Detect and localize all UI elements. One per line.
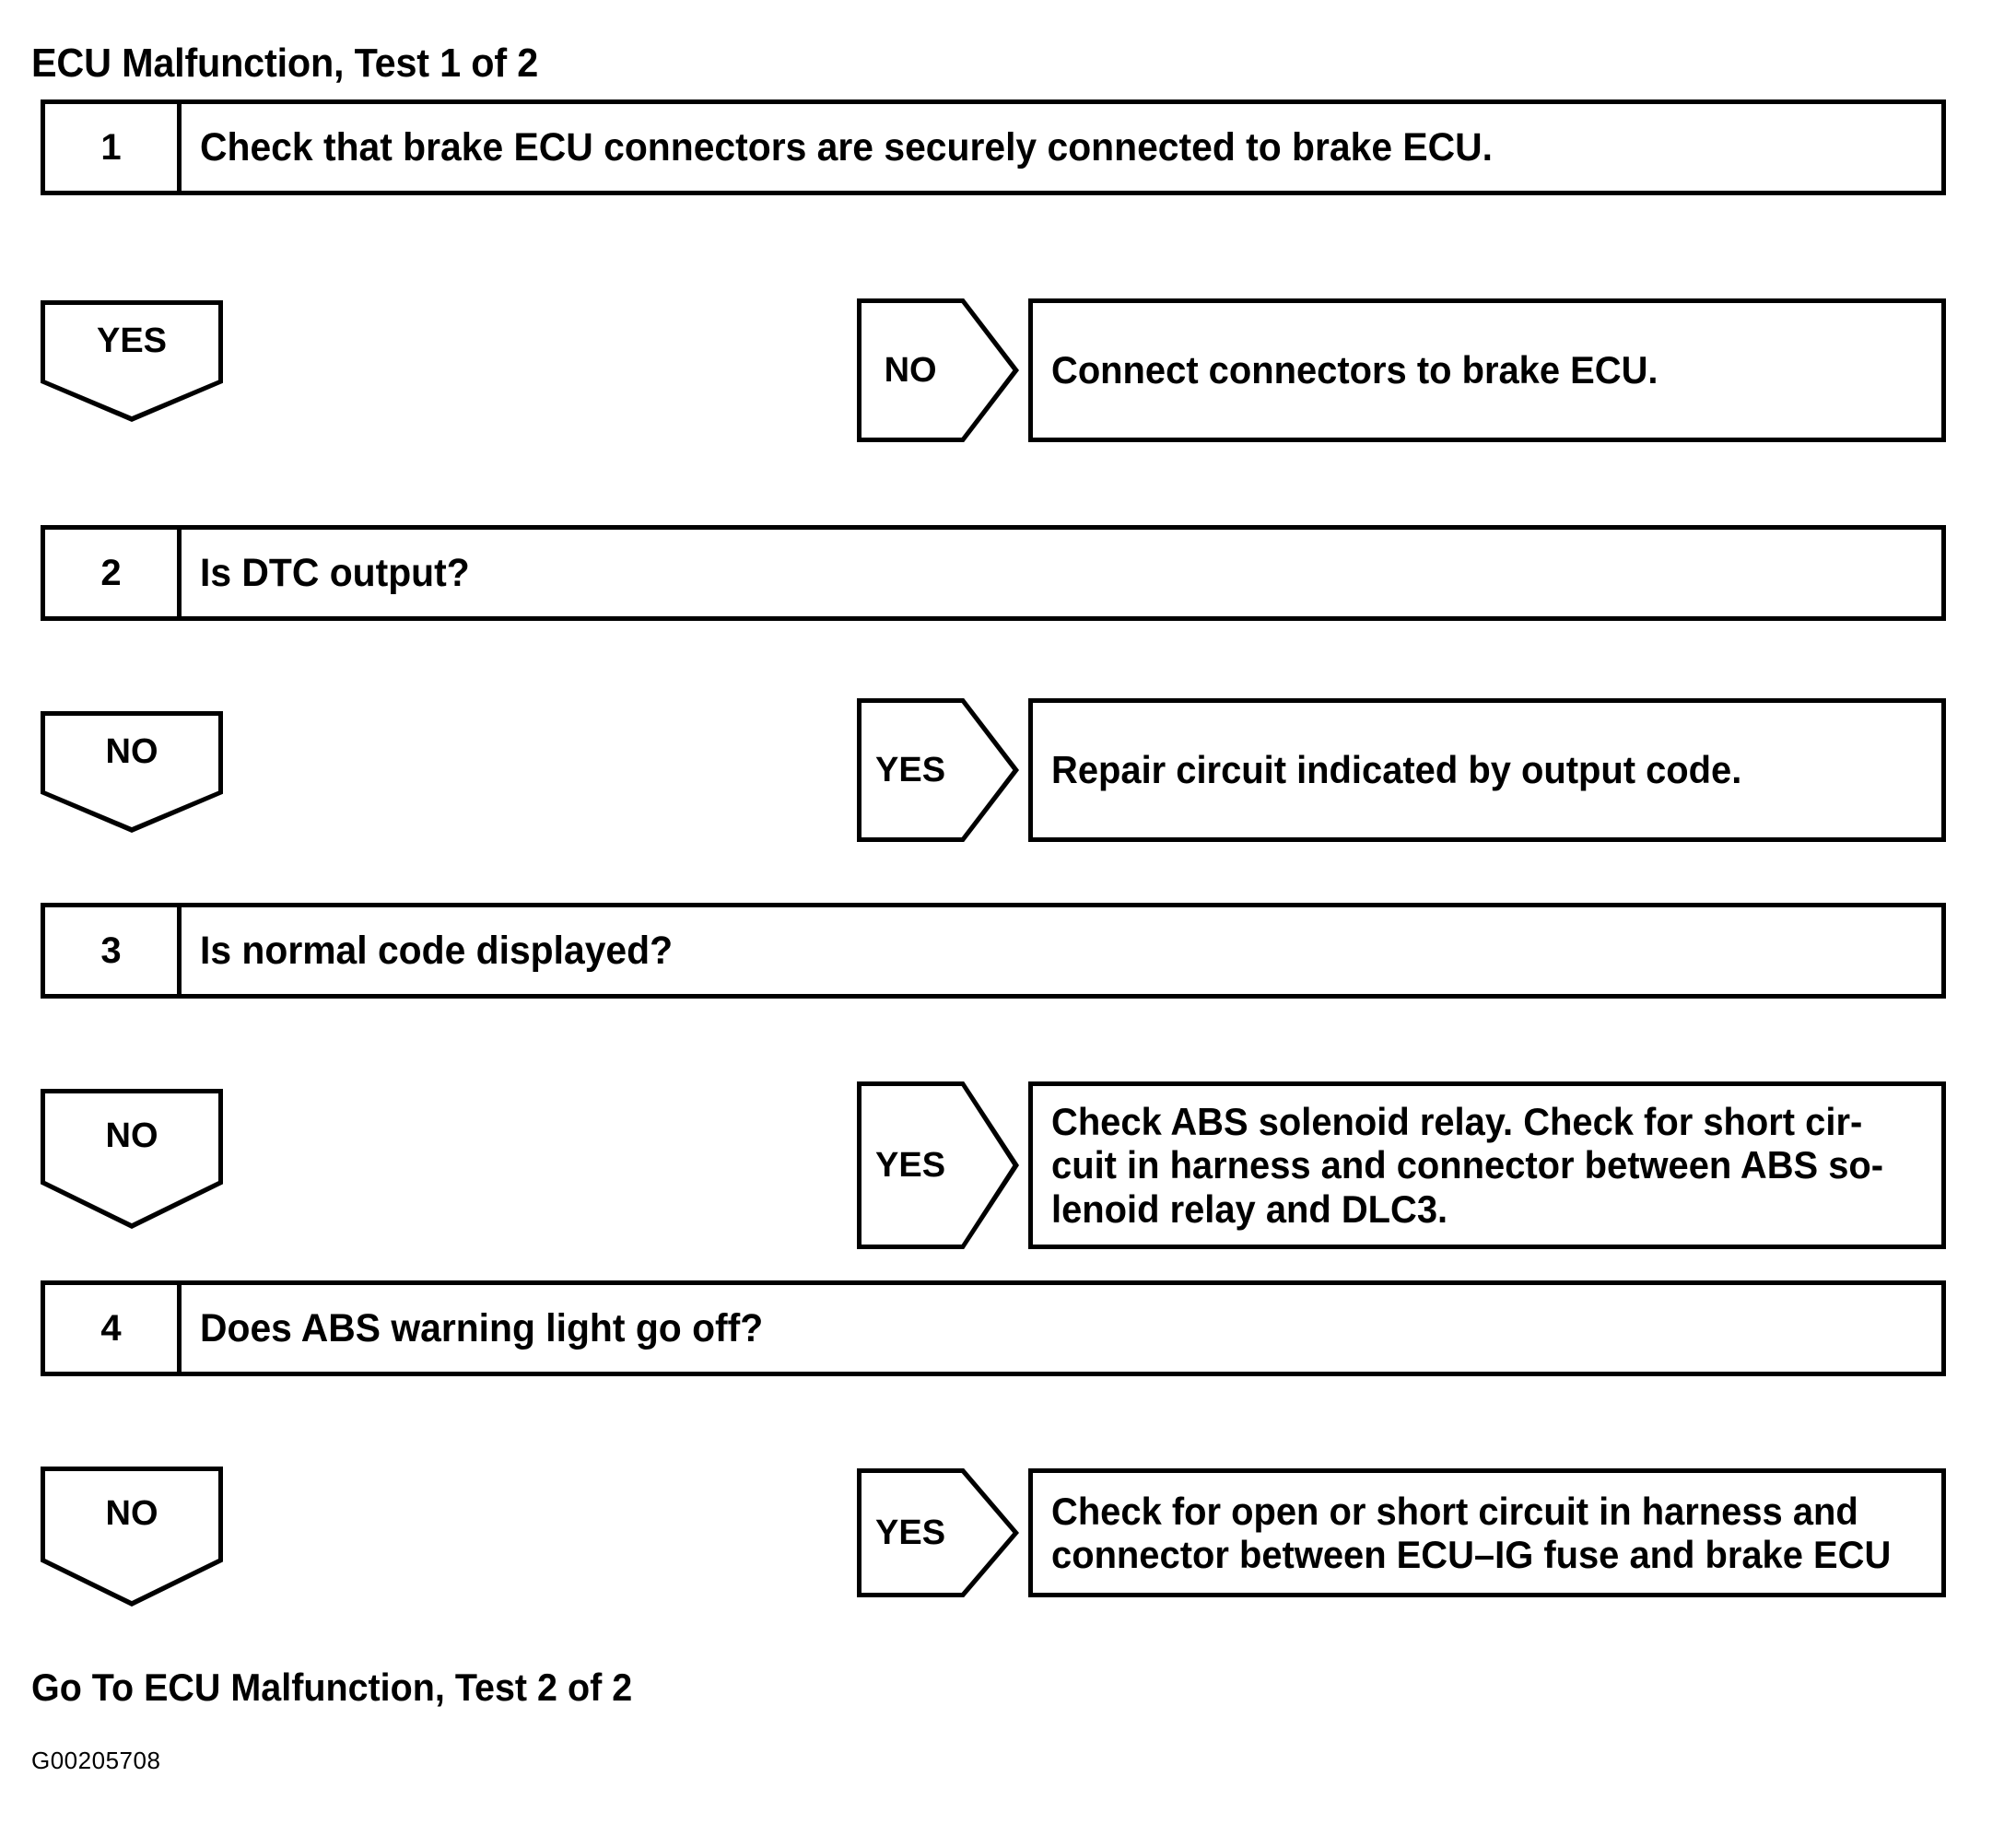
branch-2-continue-pentagon: NO (41, 711, 223, 833)
branch-1-result-box: Connect connectors to brake ECU. (1028, 298, 1946, 442)
branch-4-result-line-2: connector between ECU–IG fuse and brake … (1051, 1533, 1892, 1576)
step-row-1: 1 Check that brake ECU connectors are se… (41, 99, 1946, 195)
branch-4-continue-label: NO (105, 1494, 158, 1534)
branch-1-continue-pentagon: YES (41, 300, 223, 422)
step-number-3: 3 (45, 907, 182, 994)
step-number-1: 1 (45, 104, 182, 191)
branch-1-continue-label: YES (96, 321, 168, 361)
branch-2-result-box: Repair circuit indicated by output code. (1028, 698, 1946, 842)
branch-2-branch-pentagon: YES (857, 698, 1019, 842)
step-text-3: Is normal code displayed? (200, 907, 697, 994)
step-text-2: Is DTC output? (200, 530, 484, 616)
step-text-1-label: Check that brake ECU connectors are secu… (200, 124, 1494, 169)
branch-2-branch-label: YES (875, 750, 946, 789)
step-row-4: 4 Does ABS warning light go off? (41, 1280, 1946, 1376)
step-text-1: Check that brake ECU connectors are secu… (200, 104, 1561, 191)
branch-1-branch-label: NO (884, 350, 937, 390)
branch-3-branch-pentagon: YES (857, 1081, 1019, 1249)
branch-3-continue-label: NO (105, 1116, 158, 1156)
step-text-3-label: Is normal code displayed? (200, 928, 674, 973)
branch-1-result-line-1: Connect connectors to brake ECU. (1051, 348, 1659, 392)
step-row-3: 3 Is normal code displayed? (41, 903, 1946, 999)
footer-goto-link: Go To ECU Malfunction, Test 2 of 2 (31, 1666, 633, 1709)
step-row-2: 2 Is DTC output? (41, 525, 1946, 621)
branch-3-result-box: Check ABS solenoid relay. Check for shor… (1028, 1081, 1946, 1249)
branch-1-branch-pentagon: NO (857, 298, 1019, 442)
branch-3-continue-pentagon: NO (41, 1089, 223, 1229)
step-number-2: 2 (45, 530, 182, 616)
branch-2-continue-label: NO (105, 732, 158, 772)
branch-3-result-line-1: Check ABS solenoid relay. Check for shor… (1051, 1100, 1863, 1144)
step-text-4: Does ABS warning light go off? (200, 1285, 792, 1372)
branch-4-branch-pentagon: YES (857, 1468, 1019, 1597)
branch-4-result-line-1: Check for open or short circuit in harne… (1051, 1489, 1858, 1533)
branch-3-branch-label: YES (875, 1145, 946, 1185)
branch-4-continue-pentagon: NO (41, 1467, 223, 1607)
branch-row-4: NO YES Check for open or short circuit i… (0, 1467, 2016, 1607)
figure-id: G00205708 (31, 1747, 161, 1774)
branch-row-1: YES NO Connect connectors to brake ECU. (0, 298, 2016, 442)
branch-row-2: NO YES Repair circuit indicated by outpu… (0, 698, 2016, 842)
step-text-2-label: Is DTC output? (200, 550, 470, 595)
step-text-4-label: Does ABS warning light go off? (200, 1305, 764, 1350)
branch-3-result-text: Check ABS solenoid relay. Check for shor… (1033, 1100, 1939, 1230)
step-number-4: 4 (45, 1285, 182, 1372)
branch-row-3: NO YES Check ABS solenoid relay. Check f… (0, 1081, 2016, 1249)
branch-2-result-text: Repair circuit indicated by output code. (1033, 748, 1789, 791)
page-title: ECU Malfunction, Test 1 of 2 (31, 41, 539, 86)
branch-4-result-box: Check for open or short circuit in harne… (1028, 1468, 1946, 1597)
branch-1-result-text: Connect connectors to brake ECU. (1033, 348, 1701, 392)
branch-4-result-text: Check for open or short circuit in harne… (1033, 1490, 1946, 1576)
branch-3-result-line-2: cuit in harness and connector between AB… (1051, 1143, 1884, 1187)
branch-4-branch-label: YES (875, 1513, 946, 1552)
branch-3-result-line-3: lenoid relay and DLC3. (1051, 1186, 1448, 1231)
branch-2-result-line-1: Repair circuit indicated by output code. (1051, 748, 1742, 792)
